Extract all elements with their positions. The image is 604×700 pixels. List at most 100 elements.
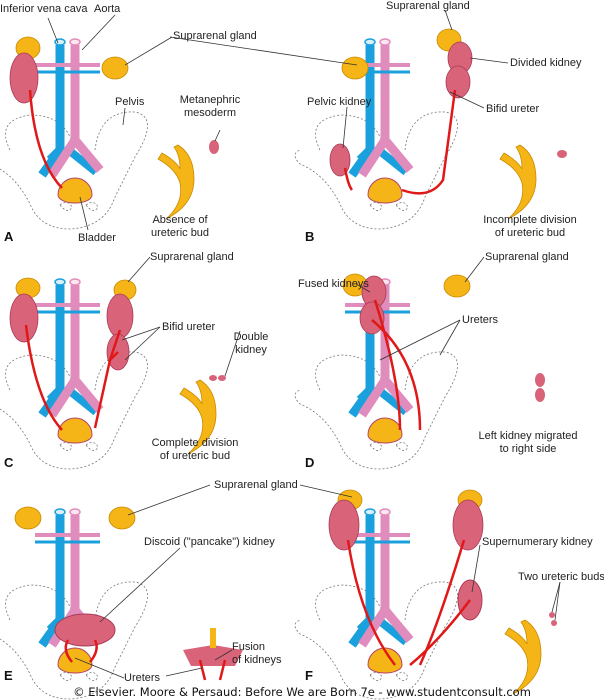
ureter	[64, 639, 73, 663]
label-ureters-e: Ureters	[124, 672, 161, 684]
pelvis-outline	[294, 351, 458, 470]
leader-line	[464, 256, 485, 283]
panel-letter-e: E	[4, 668, 13, 683]
ureteric-bud	[504, 619, 542, 695]
leader-line	[449, 91, 485, 109]
label-ureters-d: Ureters	[462, 314, 499, 326]
ureter	[371, 319, 422, 431]
obturator-foramen	[369, 202, 409, 211]
label-suprarenal-gland-c: Suprarenal gland	[150, 251, 234, 263]
ureter	[373, 299, 402, 431]
panel-letter-f: F	[305, 668, 313, 683]
caption-line: ureteric bud	[150, 227, 210, 239]
leader-line	[224, 330, 241, 377]
aorta	[48, 45, 104, 178]
ureter	[401, 89, 457, 195]
ureter	[343, 167, 354, 191]
pelvis-outline	[0, 581, 148, 700]
panel-letter-b: B	[305, 229, 315, 244]
ivc-lumen	[54, 38, 66, 46]
label-line: kidney	[235, 344, 267, 356]
leader-line	[121, 326, 161, 341]
leader-line	[554, 581, 561, 621]
metanephric-mesoderm	[209, 140, 219, 154]
leader-line	[469, 57, 509, 64]
migrated-kidney	[535, 373, 545, 387]
obturator-foramen	[369, 442, 409, 451]
label-bladder: Bladder	[78, 232, 116, 244]
kidney	[328, 499, 360, 551]
leader-line	[214, 649, 233, 661]
leader-line	[81, 14, 116, 51]
leader-line	[127, 256, 151, 283]
bladder	[367, 647, 403, 674]
label-suprarenal-gland-ab: Suprarenal gland	[173, 30, 257, 42]
caption-line: Incomplete division	[483, 214, 577, 226]
suprarenal-gland	[341, 56, 369, 80]
label-fused-kidneys: Fused kidneys	[298, 278, 369, 290]
obturator-foramen	[59, 442, 99, 451]
label-bifid-ureter-b: Bifid ureter	[486, 103, 540, 115]
ureter	[28, 89, 63, 189]
leader-line	[124, 36, 173, 66]
copyright-footer: © Elsevier. Moore & Persaud: Before We a…	[73, 685, 531, 699]
caption-line: Left kidney migrated	[478, 430, 578, 442]
label-bifid-ureter-c: Bifid ureter	[162, 321, 216, 333]
bladder	[57, 647, 93, 674]
bladder	[367, 417, 403, 444]
panel-letter-c: C	[4, 455, 14, 470]
leader-line	[122, 107, 126, 126]
aorta	[48, 285, 104, 418]
vein-branch	[356, 386, 374, 404]
kidney	[329, 143, 351, 177]
pelvis-outline	[0, 111, 148, 230]
pelvis-outline	[0, 351, 148, 470]
ivc-lumen	[364, 508, 376, 516]
fused-kidneys	[183, 645, 243, 666]
leader-line	[379, 319, 461, 361]
migrated-kidney	[535, 388, 545, 402]
kidney	[9, 52, 39, 104]
ureter	[109, 351, 119, 361]
caption-line: Complete division	[151, 437, 239, 449]
kidney	[9, 293, 39, 343]
leader-line	[471, 544, 481, 593]
leader-line	[99, 547, 181, 623]
ureteric-bud	[499, 144, 537, 220]
ivc-lumen	[54, 278, 66, 286]
ureteric-bud	[179, 379, 217, 455]
metanephric-tissue	[557, 150, 567, 158]
aorta-lumen	[69, 508, 81, 516]
leader-line	[47, 17, 59, 44]
leader-line	[124, 326, 161, 361]
pelvis-outline	[294, 111, 458, 230]
label-inferior-vena-cava: Inferior vena cava	[0, 3, 88, 15]
leader-line	[169, 36, 358, 66]
leader-line	[444, 9, 453, 31]
aorta	[358, 515, 414, 648]
leader-line	[74, 657, 125, 679]
double-kidney-bud	[218, 375, 226, 381]
ureter	[409, 599, 471, 666]
suprarenal-gland	[108, 506, 136, 530]
ureter	[218, 659, 227, 681]
suprarenal-gland	[14, 506, 42, 530]
suprarenal-gland	[443, 274, 471, 298]
label-suprarenal-gland-d: Suprarenal gland	[485, 251, 569, 263]
leader-line	[551, 581, 561, 613]
leader-line	[355, 283, 371, 293]
caption-line: to right side	[499, 443, 557, 455]
aorta	[358, 45, 414, 178]
leader-line	[342, 106, 348, 149]
bladder	[57, 177, 93, 204]
kidney	[445, 65, 471, 99]
ureteric-bud	[157, 144, 195, 220]
caption-line: of ureteric bud	[159, 450, 231, 462]
ureteric-bud-tip	[549, 612, 555, 618]
obturator-foramen	[59, 672, 99, 681]
